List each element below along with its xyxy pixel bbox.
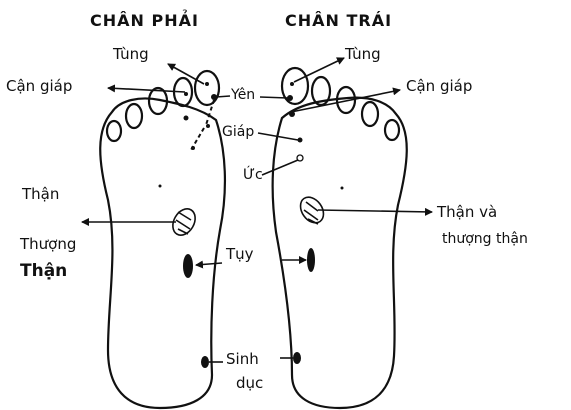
- label-sinh-duc-1: Sinh: [226, 351, 259, 368]
- line-yen-right: [216, 96, 230, 97]
- label-thuong-than-right-1: Thượng: [20, 236, 76, 253]
- label-than-va-left-2: thượng thận: [442, 232, 528, 247]
- point-tuy-right: [183, 254, 193, 278]
- point-inner-right: [159, 185, 162, 188]
- point-giap-left: [298, 138, 303, 143]
- line-yen-left: [260, 97, 288, 98]
- point-can-giap-right-2: [184, 116, 189, 121]
- point-tung-left: [290, 82, 294, 86]
- point-tung-right: [205, 82, 209, 86]
- left-foot-outline: [273, 98, 407, 408]
- kidney-zone-right-hatch: [176, 212, 191, 234]
- right-foot-dashes: [191, 100, 214, 150]
- left-foot: [273, 68, 407, 408]
- label-yen: Yên: [231, 88, 255, 103]
- label-tung-right: Tùng: [113, 46, 149, 63]
- label-uc: Ức: [243, 168, 263, 183]
- label-thuong-than-right-2: Thận: [20, 262, 67, 281]
- left-toe-5: [385, 120, 399, 140]
- right-toe-4: [126, 104, 142, 128]
- point-sinh-duc-left: [293, 352, 301, 364]
- kidney-zones: [168, 193, 328, 239]
- label-giap: Giáp: [222, 125, 254, 140]
- kidney-zone-left-hatch: [304, 202, 318, 224]
- arrow-tuy-right: [196, 263, 222, 265]
- point-tuy-left: [307, 248, 315, 272]
- label-can-giap-right: Cận giáp: [6, 78, 72, 95]
- point-sinh-duc-right: [201, 356, 209, 368]
- label-than-right: Thận: [22, 186, 59, 203]
- arrow-tung-right: [168, 64, 204, 84]
- point-giap-right: [206, 124, 210, 128]
- right-toe-5: [107, 121, 121, 141]
- label-sinh-duc-2: dục: [236, 375, 263, 392]
- line-uc-left: [262, 160, 298, 175]
- label-tung-left: Tùng: [345, 46, 381, 63]
- label-than-va-left-1: Thận và: [437, 204, 497, 221]
- right-foot-title: CHÂN PHẢI: [90, 12, 199, 30]
- label-can-giap-left: Cận giáp: [406, 78, 472, 95]
- right-big-toe: [195, 71, 219, 105]
- left-foot-title: CHÂN TRÁI: [285, 12, 392, 30]
- point-inner-left: [341, 187, 344, 190]
- label-tuy: Tụy: [226, 246, 254, 263]
- left-toe-4: [362, 102, 378, 126]
- arrow-than-left: [318, 210, 432, 212]
